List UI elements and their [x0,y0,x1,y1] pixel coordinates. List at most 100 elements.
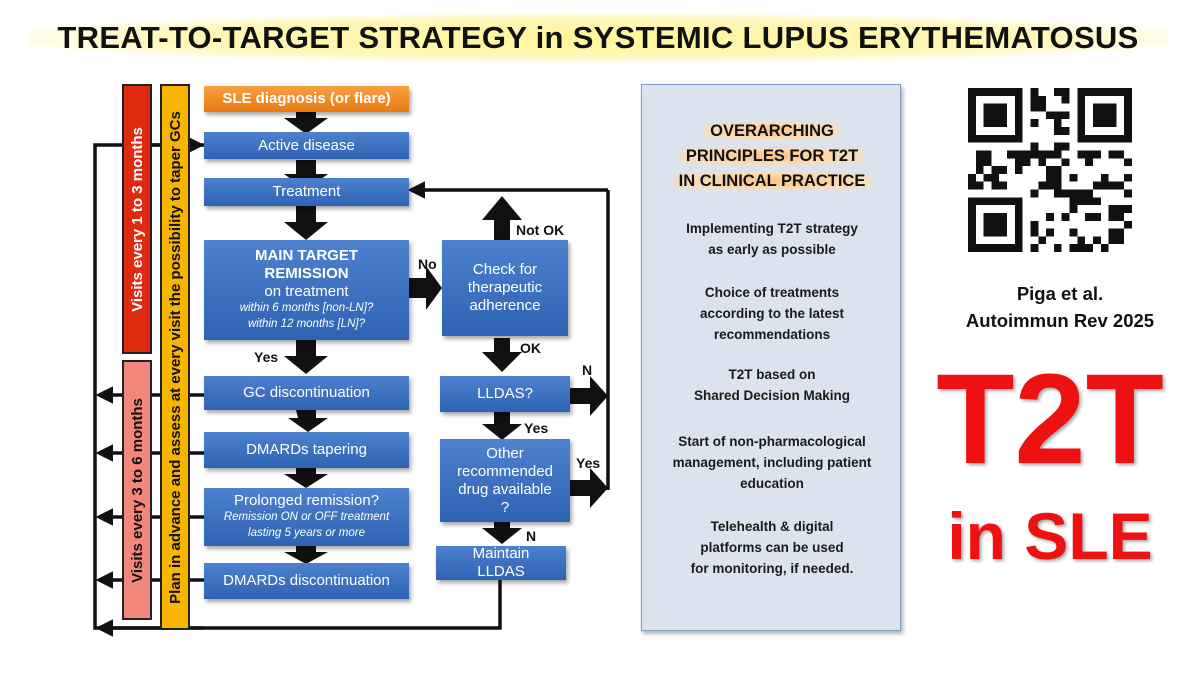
qr-module [1085,150,1093,159]
other-drug-line2: recommended [457,462,553,480]
principle-4: Start of non-pharmacological management,… [652,432,892,495]
qr-module [1092,150,1101,159]
sidebar-plan-label: Plan in advance and assess at every visi… [166,110,184,604]
qr-module [1014,244,1023,252]
maintain-line2: LLDAS [477,563,525,580]
qr-module [1030,228,1039,237]
qr-module [1030,150,1039,159]
lldas-label: LLDAS? [477,385,533,402]
sidebar-visits-3-6: Visits every 3 to 6 months [122,360,152,620]
qr-module [1116,150,1125,159]
qr-module [1124,220,1132,229]
qr-module [999,119,1008,128]
qr-module [1124,119,1132,128]
qr-module [1092,197,1101,206]
qr-module [1014,95,1023,104]
qr-module [1069,189,1078,198]
qr-module [991,197,1000,206]
qr-module [991,103,1000,112]
qr-module [968,103,976,112]
qr-module [975,150,984,159]
qr-module [1108,134,1117,143]
reference-line1: Piga et al. [1016,283,1104,304]
qr-module [1124,173,1132,182]
qr-module [983,119,992,128]
label-n-other: N [526,528,537,544]
prolonged-remission-box: Prolonged remission? Remission ON or OFF… [204,488,409,546]
qr-module [968,181,976,190]
qr-module [1108,228,1117,237]
qr-module [1077,111,1086,120]
qr-module [968,244,976,252]
qr-module [968,119,976,128]
maintain-lldas-box: Maintain LLDAS [436,545,566,580]
qr-module [1077,95,1086,104]
principle-2-line3: recommendations [713,326,831,342]
qr-module [1116,88,1125,96]
qr-module [975,197,984,206]
qr-module [991,111,1000,120]
qr-module [1014,127,1023,135]
qr-module [1061,158,1070,167]
qr-module [1007,244,1015,252]
other-drug-line4: ? [500,498,510,516]
qr-module [1061,88,1070,96]
gc-discontinuation-box: GC discontinuation [204,376,409,410]
principle-2-line1: Choice of treatments [704,285,840,300]
principle-3: T2T based on Shared Decision Making [652,365,892,407]
label-yes-main: Yes [254,349,279,365]
qr-module [968,95,976,104]
qr-module [1100,111,1109,120]
qr-module [1077,119,1086,128]
qr-module [1108,103,1117,112]
qr-module [991,134,1000,143]
qr-module [1038,158,1047,167]
principle-5-line1: Telehealth & digital [710,519,834,534]
qr-module [983,173,992,182]
principle-1-line1: Implementing T2T strategy [686,221,858,236]
sidebar-plan: Plan in advance and assess at every visi… [160,84,190,630]
principle-3-line2: Shared Decision Making [693,387,851,403]
label-not-ok: Not OK [516,222,565,238]
qr-module [983,158,992,167]
qr-module [1007,150,1015,159]
qr-module [999,244,1008,252]
principles-panel: OVERARCHING PRINCIPLES FOR T2T IN CLINIC… [641,84,901,631]
qr-module [1116,205,1125,213]
qr-module [991,228,1000,237]
qr-module [1061,127,1070,135]
qr-module [1124,103,1132,112]
in-sle-label: in SLE [947,499,1153,573]
qr-module [968,173,976,182]
gc-discontinuation-label: GC discontinuation [243,384,370,401]
qr-module [1053,189,1062,198]
qr-module [1046,228,1054,237]
qr-module [1069,205,1078,213]
dmards-tapering-label: DMARDs tapering [246,441,367,458]
qr-module [968,212,976,221]
main-target-line1: MAIN TARGET [254,247,359,265]
qr-module [991,166,1000,174]
main-target-line5: within 12 months [LN]? [248,318,365,330]
reference-line2: Autoimmun Rev 2025 [965,310,1155,331]
panel-heading-line2: PRINCIPLES FOR T2T [679,146,865,165]
qr-module [1014,236,1023,245]
maintain-line1: Maintain [472,545,530,562]
qr-module [968,236,976,245]
qr-module [1116,228,1125,237]
other-drug-line3: drug available [458,480,552,498]
qr-module [1053,244,1062,252]
qr-module [1077,88,1086,96]
qr-module [1038,150,1047,159]
principle-2: Choice of treatments according to the la… [652,283,892,346]
qr-module [1061,95,1070,104]
adherence-box: Check for therapeutic adherence [442,240,568,336]
qr-module [1085,244,1093,252]
qr-code-icon[interactable] [968,88,1132,252]
qr-module [1014,103,1023,112]
qr-module [1124,134,1132,143]
principle-5-line3: for monitoring, if needed. [690,560,854,576]
prolonged-line1: Prolonged remission? [233,492,380,510]
principle-5-line2: platforms can be used [700,539,844,555]
qr-module [991,212,1000,221]
